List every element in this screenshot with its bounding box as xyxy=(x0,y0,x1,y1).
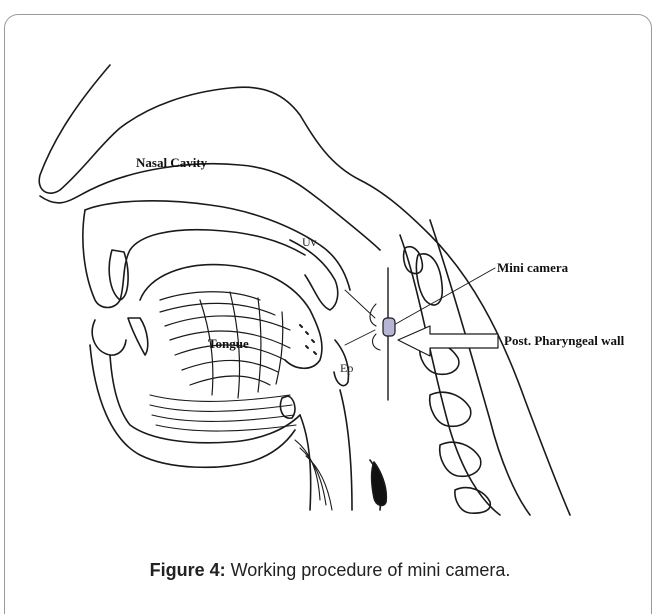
camera-reflections xyxy=(370,304,380,350)
mini-camera-leader xyxy=(392,268,495,326)
mandible xyxy=(110,355,300,443)
label-nasal-cavity: Nasal Cavity xyxy=(136,155,208,170)
trachea-opening xyxy=(372,462,387,505)
vertebra-2 xyxy=(416,254,442,305)
mini-camera-capsule xyxy=(383,318,395,336)
nasal-cavity-outline xyxy=(40,164,380,250)
label-pharyngeal-wall: Post. Pharyngeal wall xyxy=(504,333,625,348)
label-tongue: Tongue xyxy=(208,336,249,351)
pharynx-back xyxy=(340,390,352,510)
label-epiglottis: Ep xyxy=(340,361,353,375)
chin-outline xyxy=(90,345,295,467)
caption-text: Working procedure of mini camera. xyxy=(226,560,511,580)
tongue-tip-dots xyxy=(300,325,316,354)
label-uvula: Uv xyxy=(302,235,317,249)
throat-anatomy-diagram: Nasal Cavity Uv Mini camera Tongue Ep Po… xyxy=(0,0,660,560)
lower-incisor xyxy=(128,318,148,355)
vertebra-1 xyxy=(404,247,423,274)
pharyngeal-wall-arrow xyxy=(398,326,498,356)
label-mini-camera: Mini camera xyxy=(497,260,569,275)
vertebra-4 xyxy=(430,392,471,426)
caption-prefix: Figure 4: xyxy=(150,560,226,580)
pharynx-front xyxy=(300,415,311,510)
upper-incisor xyxy=(109,250,128,300)
head-outline xyxy=(39,65,570,515)
lower-lip xyxy=(92,320,126,355)
figure-caption: Figure 4: Working procedure of mini came… xyxy=(0,560,660,581)
